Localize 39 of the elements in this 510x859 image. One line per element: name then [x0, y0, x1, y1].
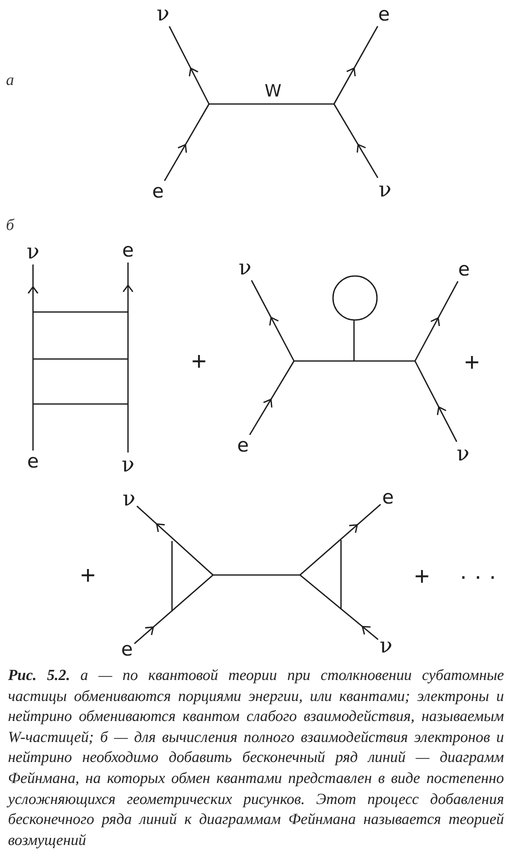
particle-label: ν [156, 4, 170, 24]
particle-line [249, 360, 295, 436]
particle-label: e [382, 488, 394, 508]
particle-label: ν [238, 258, 252, 278]
particle-label: e [378, 6, 390, 24]
particle-label: ν [380, 636, 392, 656]
particle-line [250, 280, 295, 362]
particle-label: ν [122, 488, 136, 510]
plus-sign: + [80, 562, 96, 588]
particle-label: ν [122, 454, 134, 476]
particle-line [414, 360, 458, 442]
particle-label: e [237, 436, 249, 456]
particle-line [122, 262, 134, 452]
particle-line [136, 506, 214, 576]
plus-sign: + [191, 348, 207, 374]
particle-line [300, 574, 379, 640]
ellipsis: · · · [459, 565, 497, 589]
particle-line [164, 104, 210, 182]
particle-label: e [152, 182, 164, 202]
panel-letter: а [6, 73, 14, 89]
particle-label: e [458, 260, 470, 280]
particle-label: ν [378, 180, 392, 200]
particle-line [134, 574, 214, 644]
particle-line [414, 281, 458, 362]
particle-label: e [122, 242, 134, 260]
figure-caption: Рис. 5.2. а — по квантовой теории при столкновении субатомные частицы обмениваются порциями энергии, или квантами; электроны и нейтрино обмениваются квантом слабого взаимодействия, называемым W-частицей; б — для вычисления полного взаимодействия электронов и нейтрино необходимо добавить бесконечный ряд линий — диаграмм Фейнмана, на которых обмен квантами представлен в виде постепенно усложняющихся геометрических рисунков. Этот процесс добавления бесконечного ряда линий к диаграммам Фейнмана называется теорией возмущений [8, 666, 504, 851]
plus-sign: + [464, 349, 480, 375]
particle-label: ν [456, 444, 470, 464]
particle-label: ν [26, 242, 40, 262]
line-label: W [264, 84, 282, 100]
panel-letter: б [6, 218, 14, 234]
plus-sign: + [414, 563, 430, 589]
particle-label: e [121, 640, 133, 660]
particle-line [28, 264, 38, 450]
particle-line [168, 26, 210, 104]
particle-line [333, 104, 378, 178]
particle-line [333, 26, 378, 104]
particle-line [300, 504, 382, 576]
particle-label: e [27, 452, 39, 472]
